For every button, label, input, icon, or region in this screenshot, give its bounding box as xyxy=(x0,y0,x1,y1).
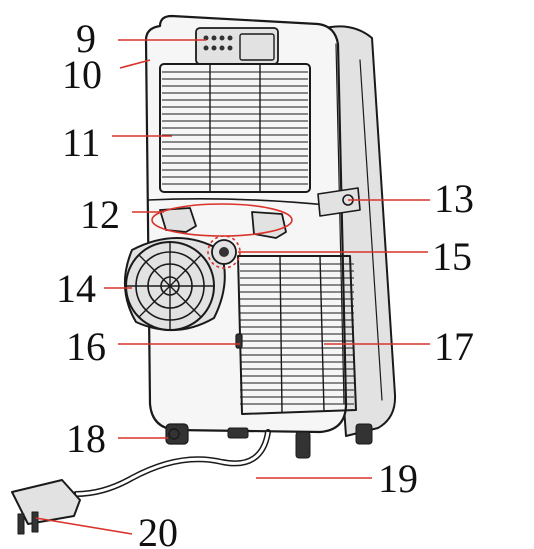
lower-filter-grille xyxy=(237,255,357,415)
unit-body xyxy=(144,14,397,437)
callout-16: 16 xyxy=(66,324,106,369)
callout-12: 12 xyxy=(80,192,120,237)
callout-15: 15 xyxy=(432,234,472,279)
callout-10: 10 xyxy=(62,52,102,97)
callout-19: 19 xyxy=(378,456,418,501)
top-vent-panel xyxy=(195,27,279,65)
upper-grille-slats xyxy=(162,71,308,185)
upper-filter-grille xyxy=(159,63,311,193)
callout-18: 18 xyxy=(66,416,106,461)
power-cord xyxy=(73,429,271,497)
grille-latch xyxy=(235,333,243,349)
power-plug xyxy=(11,479,81,535)
callout-11: 11 xyxy=(62,120,101,165)
callout-17: 17 xyxy=(434,324,474,369)
lower-grille-slats xyxy=(240,263,354,405)
exhaust-outlet xyxy=(123,237,226,331)
callout-14: 14 xyxy=(56,266,96,311)
callout-13: 13 xyxy=(434,176,474,221)
leader-lines xyxy=(35,39,430,535)
bottom-drain xyxy=(165,423,189,445)
handles xyxy=(159,207,287,239)
callout-9: 9 xyxy=(76,16,96,61)
casters xyxy=(227,423,373,459)
callout-labels: 9 10 11 12 13 14 15 16 17 18 19 20 xyxy=(56,16,474,549)
callout-20: 20 xyxy=(138,510,178,549)
drain-outlet xyxy=(211,239,237,265)
